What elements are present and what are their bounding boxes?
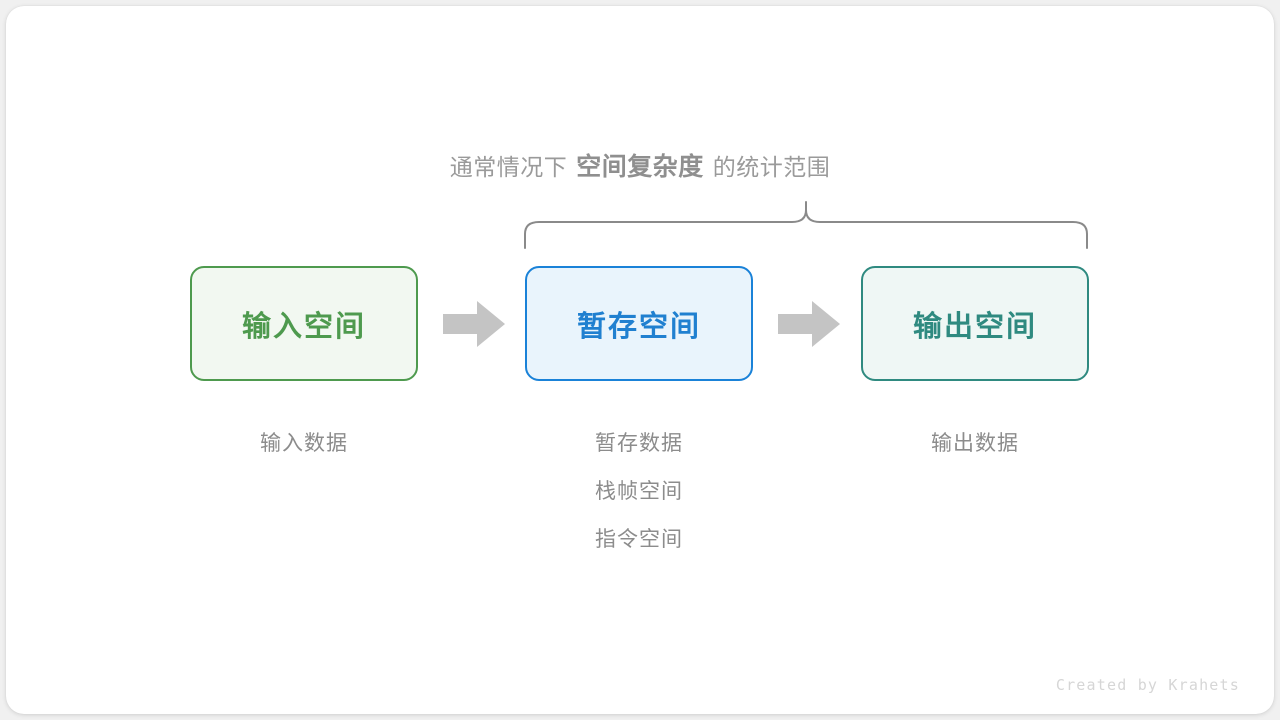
sublabel-input-data: 输入数据 [260, 432, 348, 455]
box-output-space-label: 输出空间 [912, 310, 1037, 343]
sublabel-instruction-space: 指令空间 [595, 528, 683, 551]
sublabels-temp: 暂存数据 栈帧空间 指令空间 [525, 420, 753, 564]
caption-text: 通常情况下空间复杂度的统计范围 [0, 148, 1280, 186]
sublabels-input: 输入数据 [190, 420, 418, 468]
credit-text: Created by Krahets [1055, 676, 1240, 694]
caption-prefix: 通常情况下 [449, 154, 568, 180]
sublabel-output-data: 输出数据 [931, 432, 1019, 455]
brace-icon [524, 201, 1088, 249]
caption-suffix: 的统计范围 [712, 154, 831, 180]
arrow-input-to-temp-icon [443, 301, 505, 347]
box-input-space-label: 输入空间 [241, 310, 366, 343]
box-input-space[interactable]: 输入空间 [190, 266, 418, 381]
sublabel-stack-frame-space: 栈帧空间 [595, 480, 683, 503]
caption-emphasis: 空间复杂度 [576, 153, 704, 181]
brace-bracket [515, 196, 1099, 252]
box-temp-space[interactable]: 暂存空间 [525, 266, 753, 381]
arrow-temp-to-output-icon [778, 301, 840, 347]
box-temp-space-label: 暂存空间 [576, 310, 701, 343]
box-output-space[interactable]: 输出空间 [861, 266, 1089, 381]
sublabels-output: 输出数据 [861, 420, 1089, 468]
sublabel-temp-data: 暂存数据 [595, 432, 683, 455]
